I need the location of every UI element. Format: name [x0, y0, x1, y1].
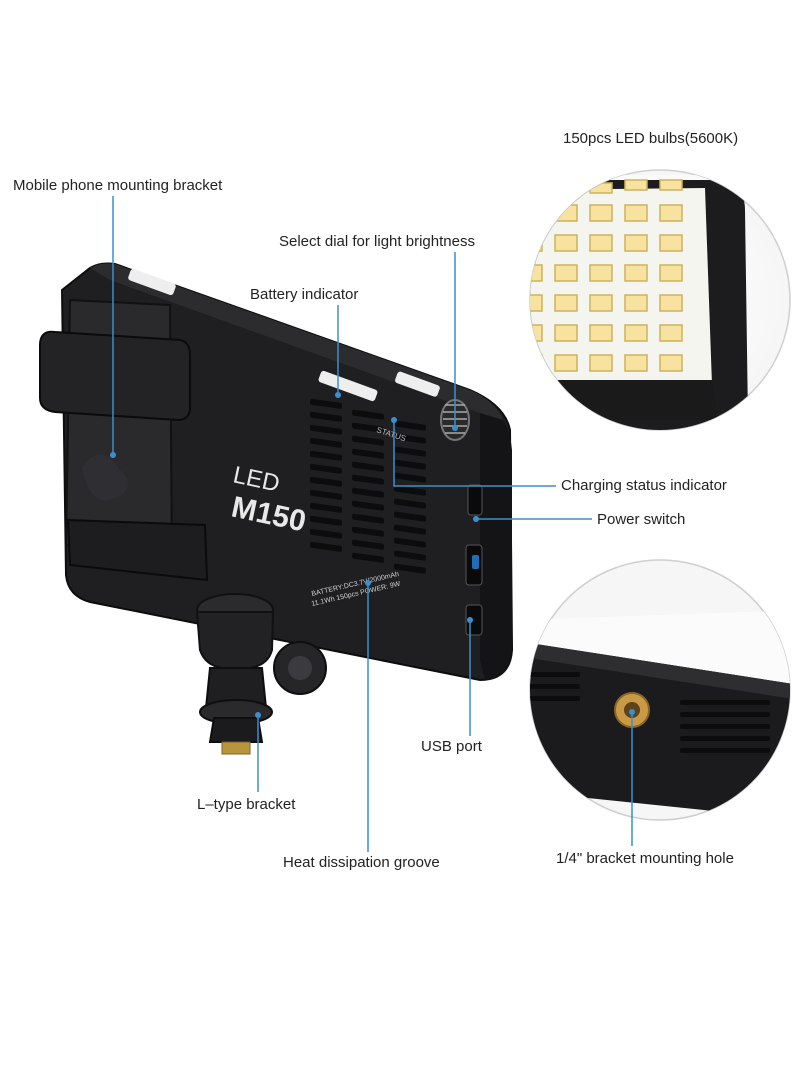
top-clip-left — [128, 268, 176, 296]
side-grooves — [530, 672, 770, 753]
led-light-device: LED M150 STATUS BATTERY:DC3.7V/2000mAh 1… — [39, 262, 514, 755]
l-type-bracket — [195, 593, 327, 755]
label-mounting-hole: 1/4" bracket mounting hole — [556, 850, 734, 867]
power-switch-knob — [472, 555, 479, 569]
battery-indicator-light — [318, 370, 378, 402]
label-charging-status: Charging status indicator — [561, 477, 727, 494]
heat-grooves — [310, 398, 426, 574]
label-select-dial: Select dial for light brightness — [279, 233, 475, 250]
callout-dots — [110, 392, 635, 718]
callout-lines — [112, 196, 633, 852]
device-side-edge — [480, 413, 512, 680]
charging-port — [467, 484, 483, 516]
zoom-mounting-hole — [529, 559, 791, 821]
phone-bracket — [39, 298, 209, 582]
label-l-bracket: L–type bracket — [197, 796, 296, 813]
label-battery-indicator: Battery indicator — [250, 286, 359, 303]
brass-screw — [221, 741, 251, 755]
label-power-switch: Power switch — [597, 511, 686, 528]
label-led-bulbs: 150pcs LED bulbs(5600K) — [563, 130, 739, 147]
label-phone-bracket: Mobile phone mounting bracket — [13, 177, 223, 194]
label-usb-port: USB port — [421, 738, 482, 755]
zoom-led-bulbs — [529, 169, 791, 431]
callout-line-charging — [393, 420, 556, 487]
label-heat-groove: Heat dissipation groove — [283, 854, 440, 871]
top-clip-right — [395, 371, 440, 397]
